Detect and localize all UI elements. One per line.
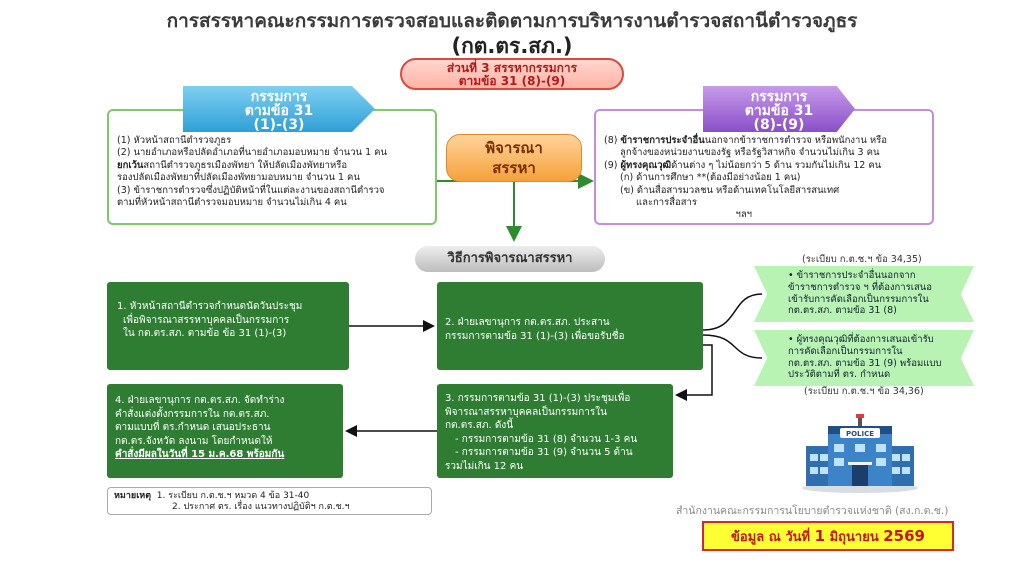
left-committee-header: กรรมการ ตามข้อ 31 (1)-(3) (183, 86, 375, 132)
etc-mark: ฯลฯ (735, 208, 753, 220)
police-station-icon: POLICE (802, 414, 918, 493)
method-title: วิธีการพิจารณาสรรหา (415, 246, 605, 272)
regulation-ref-bottom: (ระเบียบ ก.ต.ช.ฯ ข้อ 34,36) (804, 386, 924, 397)
step-3-box: 3. กรรมการตามข้อ 31 (1)-(3) ประชุมเพื่อ … (437, 384, 673, 478)
police-sign-text: POLICE (846, 430, 874, 438)
regulation-ref-top: (ระเบียบ ก.ต.ช.ฯ ข้อ 34,35) (802, 254, 922, 265)
right-committee-header: กรรมการ ตามข้อ 31 (8)-(9) (703, 86, 855, 132)
office-name: สำนักงานคณะกรรมการนโยบายตำรวจแห่งชาติ (ส… (676, 505, 949, 517)
step-4-box: 4. ฝ่ายเลขานุการ กต.ตร.สภ. จัดทำร่าง คำส… (107, 384, 343, 478)
section-badge: ส่วนที่ 3 สรรหากรรมการ ตามข้อ 31 (8)-(9) (400, 58, 624, 90)
page-subtitle: (กต.ตร.สภ.) (451, 34, 573, 58)
step-1-box: 1. หัวหน้าสถานีตำรวจกำหนดนัดวันประชุม เพ… (107, 282, 349, 370)
consider-recruit-badge: พิจารณา สรรหา (446, 134, 582, 182)
curve-step2-to-note2 (702, 334, 763, 359)
step-2-box: 2. ฝ่ายเลขานุการ กต.ตร.สภ. ประสาน กรรมกา… (437, 282, 703, 370)
page-title: การสรรหาคณะกรรมการตรวจสอบและติดตามการบริ… (166, 10, 858, 32)
note-qualified-person: • ผู้ทรงคุณวุฒิที่ต้องการเสนอเข้ารับ การ… (754, 330, 974, 386)
note-other-official: • ข้าราชการประจำอื่นนอกจาก ข้าราชการตำรว… (754, 266, 974, 322)
data-date-box: ข้อมูล ณ วันที่ 1 มิถุนายน 2569 (702, 521, 954, 551)
remark-box: หมายเหตุ 1. ระเบียบ ก.ต.ช.ฯ หมวด 4 ข้อ 3… (107, 487, 432, 515)
curve-step2-to-note1 (702, 293, 763, 331)
